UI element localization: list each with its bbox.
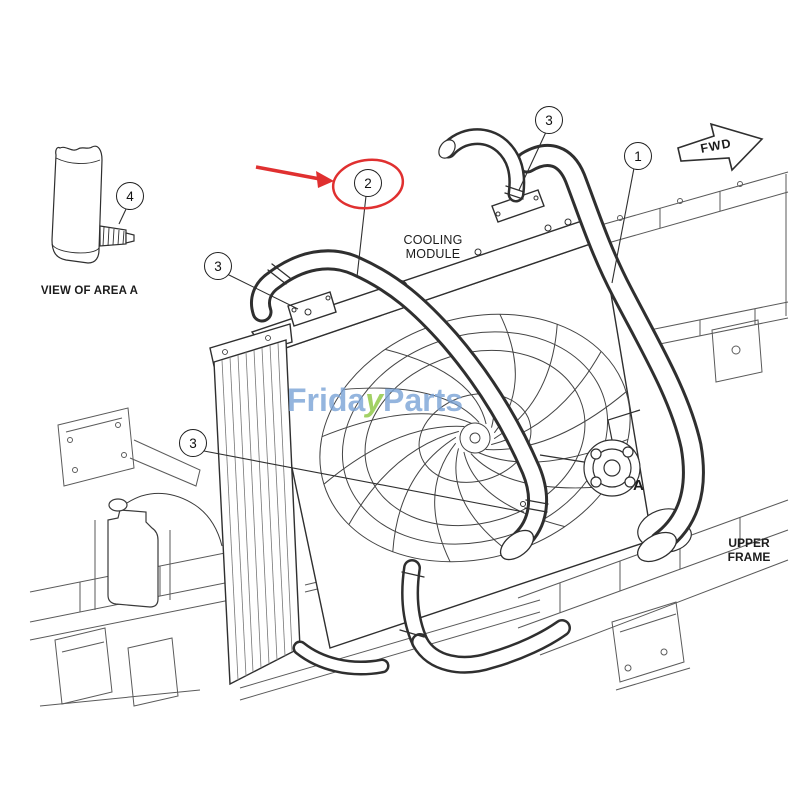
hose-3-top-elbow <box>438 128 526 203</box>
area-a-letter: A <box>633 477 644 494</box>
surge-tank <box>94 492 223 610</box>
cooling-module-label: COOLING MODULE <box>381 233 485 261</box>
callout-4-number: 4 <box>126 188 134 204</box>
radiator-core <box>209 323 301 686</box>
hose-1 <box>515 144 705 563</box>
hose-2 <box>250 249 549 561</box>
upper-frame-label-line1: UPPER <box>728 536 770 550</box>
radiator-core-hatch <box>221 335 293 681</box>
bottom-tubes <box>292 559 571 676</box>
callout-3-bottom[interactable]: 3 <box>179 429 207 457</box>
cooling-module-body <box>250 189 653 649</box>
callout-3-bottom-number: 3 <box>189 435 197 451</box>
area-a-detail <box>51 145 135 264</box>
callout-2-number: 2 <box>364 175 372 191</box>
cooling-module-label-line2: MODULE <box>405 247 461 261</box>
callout-3-top-number: 3 <box>545 112 553 128</box>
callout-3-mid-number: 3 <box>214 258 222 274</box>
upper-frame-label: UPPER FRAME <box>718 536 780 564</box>
view-of-area-a-label: VIEW OF AREA A <box>40 285 139 297</box>
callout-1-number: 1 <box>634 148 642 164</box>
callout-3-mid[interactable]: 3 <box>204 252 232 280</box>
fan-spiral <box>319 313 631 563</box>
fwd-arrow <box>677 122 764 172</box>
cooling-module-label-line1: COOLING <box>403 233 463 247</box>
pump-assembly <box>539 409 692 553</box>
callout-3-top[interactable]: 3 <box>535 106 563 134</box>
upper-frame-label-line2: FRAME <box>727 550 771 564</box>
red-highlight <box>255 158 405 210</box>
callout-4[interactable]: 4 <box>116 182 144 210</box>
callout-1[interactable]: 1 <box>624 142 652 170</box>
callout-2-highlighted[interactable]: 2 <box>354 169 382 197</box>
